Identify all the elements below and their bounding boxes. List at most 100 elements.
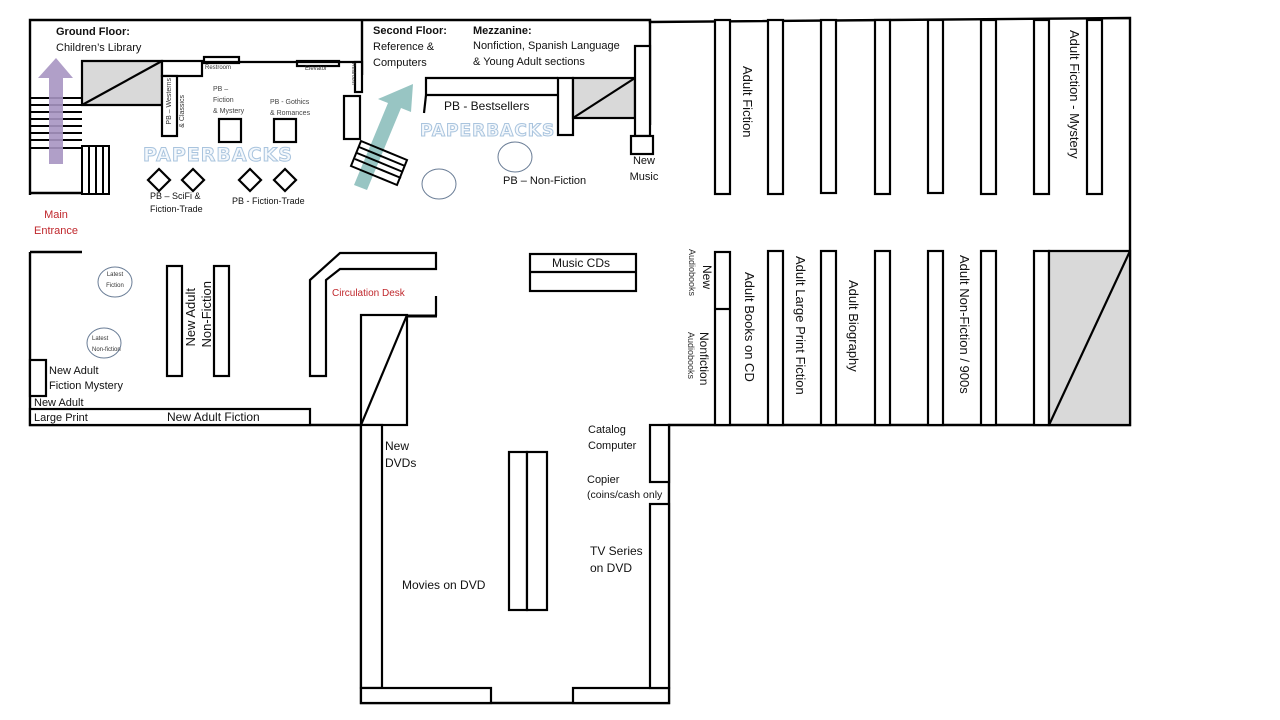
display-pb-nonfiction bbox=[497, 141, 533, 173]
restroom-vertical-door bbox=[353, 60, 364, 94]
display-pb-fiction-trade-1 bbox=[237, 167, 263, 193]
arrow-up-ground-floor bbox=[38, 58, 73, 164]
shelf-movies-on-dvd-2 bbox=[525, 450, 549, 612]
adult-fiction-mystery-label: Adult Fiction - Mystery bbox=[1067, 30, 1082, 159]
display-pb-fiction-trade-2 bbox=[272, 167, 298, 193]
paperbacks-banner-1: PAPERBACKS bbox=[143, 144, 293, 167]
shelf-new-dvds bbox=[359, 423, 384, 690]
shelf-by-restroom bbox=[342, 94, 362, 141]
second-floor-subtitle-2: Computers bbox=[373, 57, 427, 69]
mezzanine-subtitle-2: & Young Adult sections bbox=[473, 56, 585, 68]
adult-fiction-shelves bbox=[713, 18, 1104, 196]
copier-label-2: (coins/cash only bbox=[587, 489, 663, 501]
tv-series-label-2: on DVD bbox=[590, 561, 633, 575]
shelf-movies-on-dvd-1 bbox=[507, 450, 529, 612]
new-adult-fiction-mystery-label-1: New Adult bbox=[49, 365, 99, 377]
adult-biography-label: Adult Biography bbox=[846, 280, 861, 372]
shelf-catalog-computer bbox=[648, 423, 671, 484]
mezzanine-subtitle-1: Nonfiction, Spanish Language bbox=[473, 40, 620, 52]
display-pb-scifi-1 bbox=[146, 167, 172, 193]
display-round-table bbox=[421, 168, 457, 200]
second-floor-title: Second Floor: bbox=[373, 25, 447, 37]
shelf-new-adult-nonfiction-1 bbox=[165, 264, 184, 378]
copier-label-1: Copier bbox=[587, 474, 620, 486]
shelf-new-adult-fiction-mystery bbox=[28, 358, 48, 398]
music-cds-label: Music CDs bbox=[552, 256, 611, 270]
bestsellers-angle bbox=[422, 94, 428, 114]
new-adult-nonfiction-label-2: Non-Fiction bbox=[199, 281, 214, 348]
pb-scifi-label-1: PB – SciFi & bbox=[150, 191, 201, 201]
catalog-computer-label-1: Catalog bbox=[588, 424, 626, 436]
new-audiobooks-label-small: Audiobooks bbox=[687, 249, 697, 297]
shelf-new-music bbox=[633, 44, 652, 138]
shelf-bottom-left bbox=[359, 686, 493, 705]
pb-fiction-mystery-label-3: & Mystery bbox=[213, 108, 245, 115]
shelf-new-adult-nonfiction-2 bbox=[212, 264, 231, 378]
latest-fiction-label-1: Latest bbox=[106, 272, 124, 278]
circulation-desk-counter bbox=[308, 251, 438, 378]
display-pb-fiction-mystery bbox=[217, 117, 243, 144]
new-adult-large-print-label-2: Large Print bbox=[34, 412, 88, 424]
paperbacks-banner-2: PAPERBACKS bbox=[419, 121, 556, 142]
nonfiction-audiobooks-label: Nonfiction bbox=[697, 332, 711, 386]
latest-nonfiction-label-1: Latest bbox=[92, 336, 109, 342]
main-entrance-label-1: Main bbox=[44, 209, 68, 221]
ground-stairs bbox=[30, 97, 110, 195]
pb-nonfiction-label: PB – Non-Fiction bbox=[503, 175, 587, 187]
main-entrance-label-2: Entrance bbox=[33, 225, 79, 237]
adult-nonfiction-900s-label: Adult Non-Fiction / 900s bbox=[957, 255, 972, 394]
latest-fiction-label-2: Fiction bbox=[106, 283, 124, 289]
stairwell-diagonal bbox=[81, 60, 163, 106]
new-music-label-2: Music bbox=[629, 171, 659, 183]
restroom-label: Restroom bbox=[205, 65, 232, 71]
adult-nonfiction-shelves bbox=[713, 249, 1132, 427]
mezzanine-title: Mezzanine: bbox=[473, 25, 532, 37]
shelf-tv-series bbox=[648, 502, 671, 690]
adult-large-print-fiction-label: Adult Large Print Fiction bbox=[793, 256, 808, 395]
ground-floor-title: Ground Floor: bbox=[56, 26, 130, 38]
pb-gothics-label-2: & Romances bbox=[270, 110, 311, 117]
pb-scifi-label-2: Fiction-Trade bbox=[150, 204, 203, 214]
display-latest-nonfiction bbox=[86, 327, 122, 359]
shelf-bestsellers-end bbox=[556, 76, 575, 137]
pb-westerns-label: PB – Westerns bbox=[166, 78, 173, 125]
nonfiction-audiobooks-label-small: Audiobooks bbox=[686, 332, 696, 380]
new-audiobooks-label: New bbox=[700, 265, 714, 290]
circulation-desk-label: Circulation Desk bbox=[332, 288, 405, 299]
elevator-label: Elevator bbox=[305, 66, 328, 72]
new-dvds-label-2: DVDs bbox=[385, 456, 417, 470]
mezzanine-stairwell-diagonal bbox=[572, 77, 636, 119]
new-adult-nonfiction-label-1: New Adult bbox=[183, 288, 198, 347]
bestsellers-wall bbox=[424, 76, 558, 95]
arrow-up-second-floor bbox=[354, 84, 413, 190]
pb-bestsellers-label: PB - Bestsellers bbox=[444, 99, 530, 113]
pb-fiction-mystery-label-1: PB – bbox=[213, 86, 229, 93]
shelf-new-adult-fiction bbox=[28, 407, 312, 427]
shelf-bottom-right bbox=[571, 686, 671, 705]
pb-fiction-trade-label: PB - Fiction-Trade bbox=[232, 196, 305, 206]
stairwell-landing bbox=[160, 59, 204, 78]
pb-classics-label: & Classics bbox=[179, 95, 186, 128]
new-music-label-1: New bbox=[632, 155, 655, 167]
pb-fiction-mystery-label-2: Fiction bbox=[213, 97, 234, 104]
display-latest-fiction bbox=[97, 266, 133, 298]
adult-books-on-cd-label: Adult Books on CD bbox=[742, 272, 757, 382]
new-adult-fiction-mystery-label-2: Fiction Mystery bbox=[49, 380, 123, 392]
new-adult-large-print-label-1: New Adult bbox=[34, 397, 84, 409]
restroom-vertical-label: Restroom bbox=[350, 63, 356, 85]
second-floor-subtitle-1: Reference & bbox=[373, 41, 435, 53]
adult-fiction-label: Adult Fiction bbox=[740, 66, 755, 138]
pb-gothics-label-1: PB - Gothics bbox=[270, 99, 310, 106]
new-adult-fiction-label: New Adult Fiction bbox=[167, 410, 260, 424]
shelf-pb-westerns bbox=[160, 74, 179, 138]
display-pb-gothics bbox=[272, 117, 298, 144]
tv-series-label-1: TV Series bbox=[590, 544, 643, 558]
second-floor-stairs bbox=[349, 139, 409, 187]
catalog-computer-label-2: Computer bbox=[588, 440, 637, 452]
display-new-music bbox=[629, 134, 655, 156]
display-pb-scifi-2 bbox=[180, 167, 206, 193]
new-dvds-label-1: New bbox=[385, 439, 410, 453]
circulation-desk-diagonal bbox=[359, 314, 409, 426]
latest-nonfiction-label-2: Non-fiction bbox=[92, 347, 121, 353]
